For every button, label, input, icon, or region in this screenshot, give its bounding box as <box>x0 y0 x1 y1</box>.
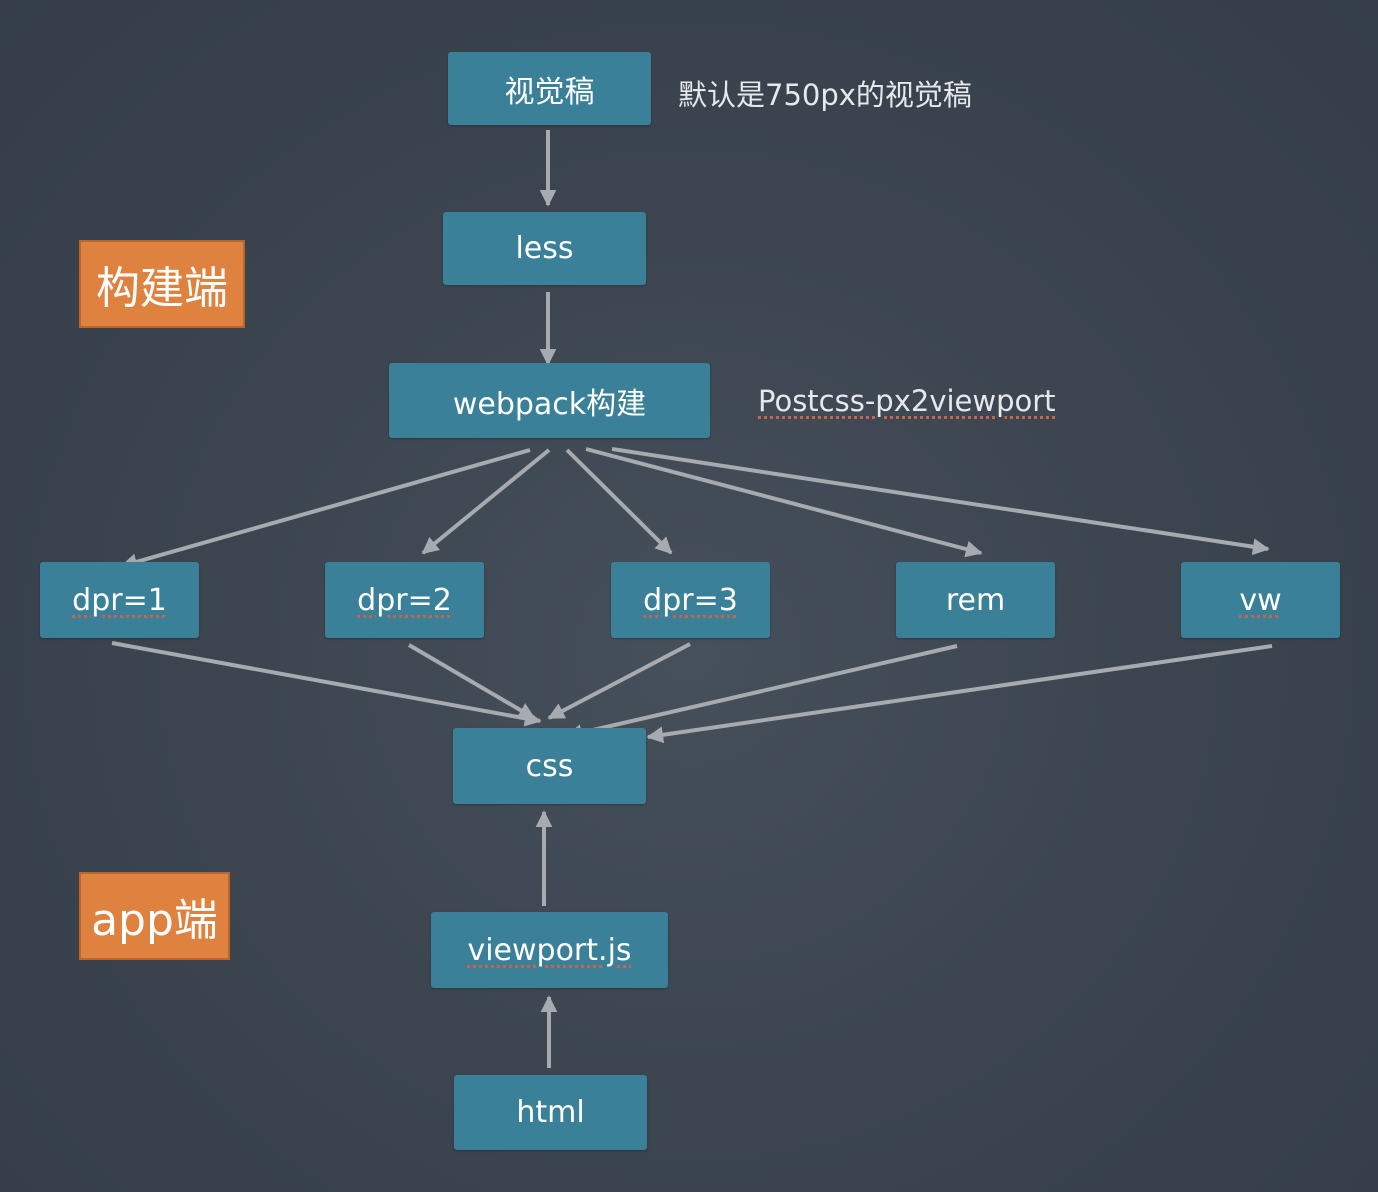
node-webpack: webpack构建 <box>389 363 710 438</box>
node-rem: rem <box>896 562 1055 638</box>
edge-dpr1-css <box>111 641 542 727</box>
note-webpack: Postcss-px2viewport <box>758 384 1056 418</box>
node-css: css <box>453 728 646 804</box>
edge-webpack-dpr1 <box>120 448 531 570</box>
node-dpr1: dpr=1 <box>40 562 199 638</box>
node-html: html <box>454 1075 647 1150</box>
note-design: 默认是750px的视觉稿 <box>678 78 972 112</box>
edge-rem-css <box>565 644 958 741</box>
section-build-label: 构建端 <box>79 240 245 328</box>
edge-webpack-rem <box>585 447 983 558</box>
edge-dpr3-css <box>547 642 691 720</box>
edge-vw-css <box>646 644 1273 744</box>
section-app-label: app端 <box>79 872 230 960</box>
edge-dpr2-css <box>407 643 536 720</box>
node-dpr3: dpr=3 <box>611 562 770 638</box>
node-viewport: viewport.js <box>431 912 668 988</box>
edge-webpack-dpr2 <box>421 448 551 555</box>
edge-webpack-dpr3 <box>565 448 673 555</box>
node-dpr2: dpr=2 <box>325 562 484 638</box>
node-less: less <box>443 212 646 285</box>
node-vw: vw <box>1181 562 1340 638</box>
node-design: 视觉稿 <box>448 52 651 125</box>
edge-webpack-vw <box>611 447 1270 556</box>
